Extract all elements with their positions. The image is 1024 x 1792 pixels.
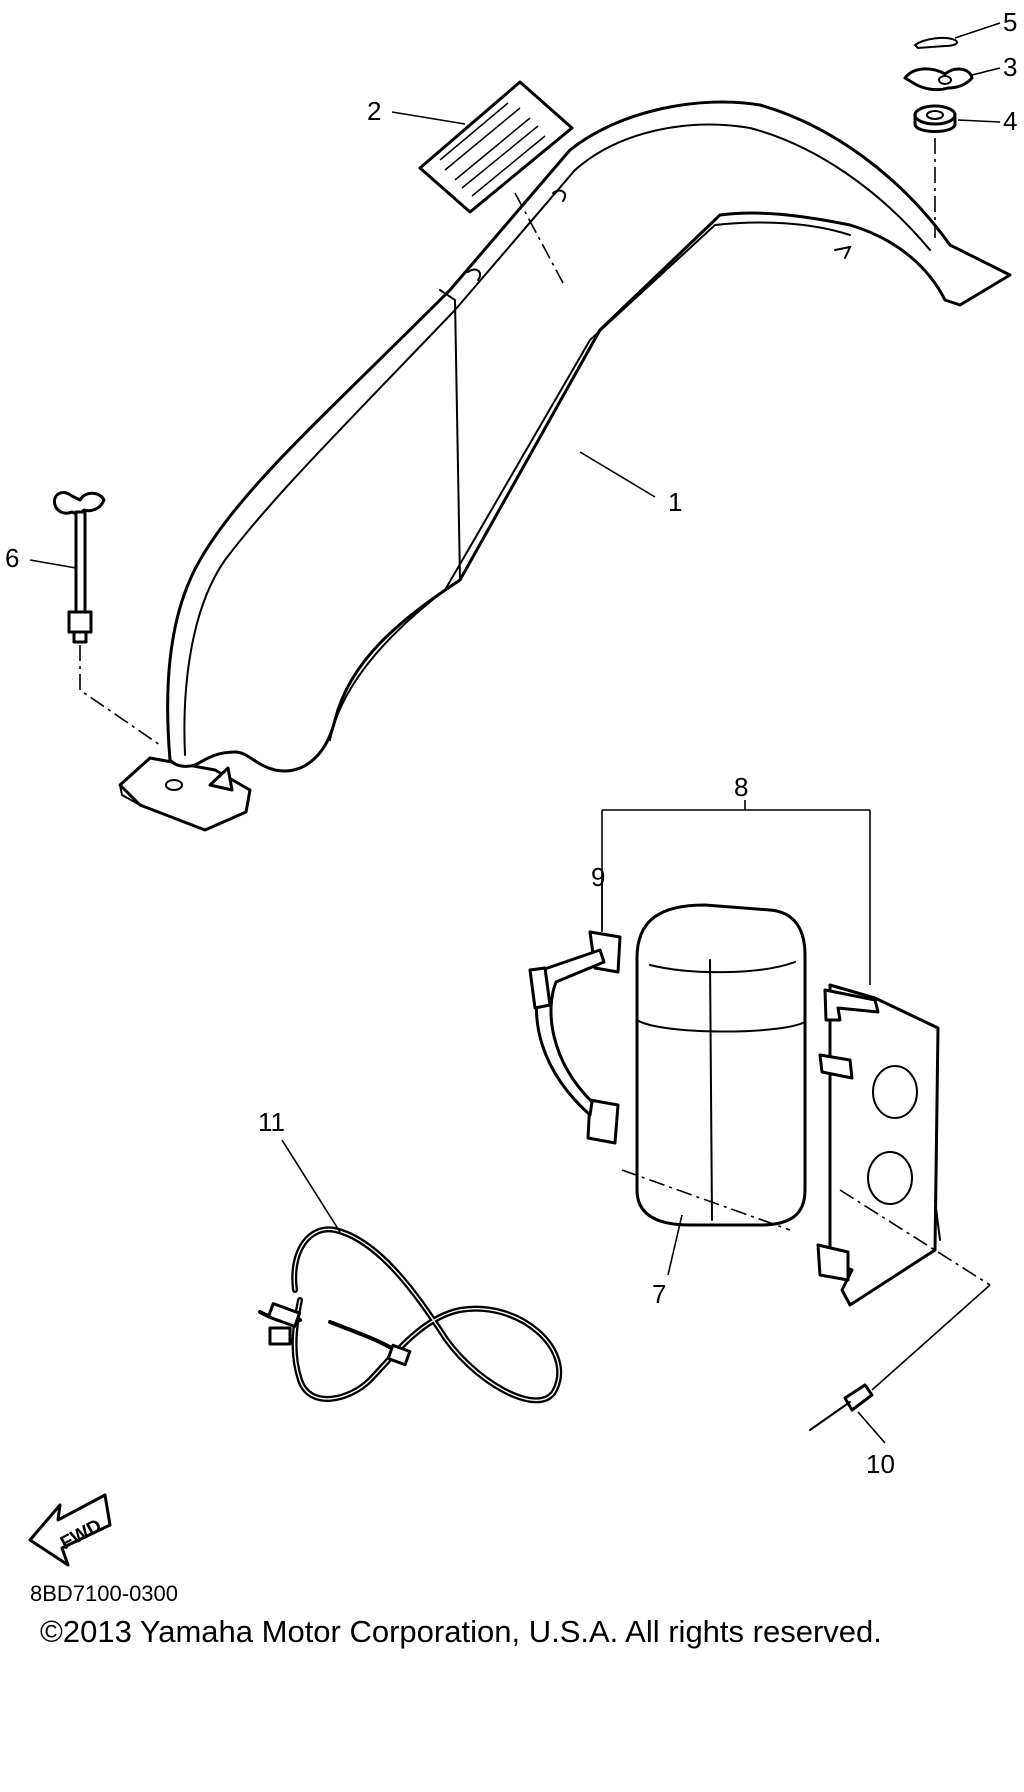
copyright-notice: ©2013 Yamaha Motor Corporation, U.S.A. A…: [40, 1614, 882, 1649]
label-plate-icon: [418, 80, 574, 214]
wire-harness-icon: [258, 1226, 563, 1404]
strap-icon: [528, 930, 622, 1145]
callout-4: 4: [1003, 106, 1017, 136]
callout-11: 11: [258, 1107, 285, 1137]
cotter-pin-icon: [913, 36, 958, 50]
callout-10: 10: [866, 1449, 895, 1479]
callout-6: 6: [5, 543, 19, 573]
callout-2: 2: [367, 96, 381, 126]
callout-5: 5: [1003, 7, 1017, 37]
wing-bolt-icon: [52, 491, 106, 644]
callout-9: 9: [591, 862, 605, 892]
rivet-icon: [809, 1383, 874, 1431]
bracket-assembly-icon: [816, 983, 941, 1307]
callout-7: 7: [652, 1279, 666, 1309]
forward-arrow-icon: FWD: [28, 1493, 112, 1567]
washer-icon: [913, 104, 957, 133]
diagram-code: 8BD7100-0300: [30, 1581, 179, 1606]
box-icon: [635, 903, 807, 1227]
callout-3: 3: [1003, 52, 1017, 82]
callout-8: 8: [734, 772, 748, 802]
wing-nut-icon: [903, 67, 974, 92]
callout-1: 1: [668, 487, 682, 517]
fender-icon: [118, 100, 1012, 832]
